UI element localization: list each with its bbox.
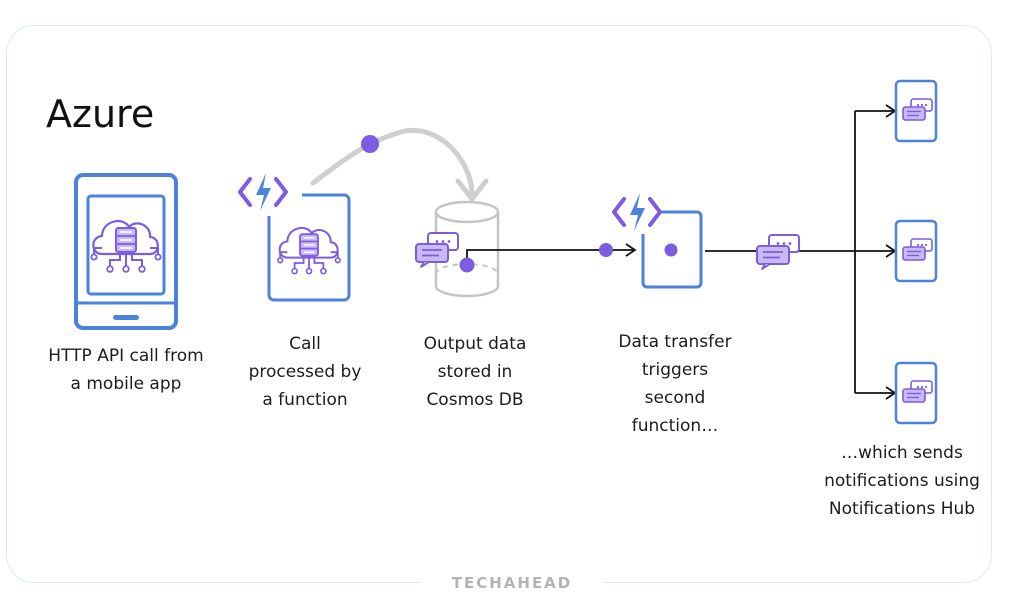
db-to-function-connector — [459, 243, 637, 273]
first-function-label-line-3: a function — [262, 390, 348, 410]
notifications-hub-label-line-1: …which sends — [841, 443, 963, 463]
curved-arrow-icon — [310, 127, 489, 202]
function-to-hub-connector — [705, 104, 897, 400]
notification-device-icon-bottom — [894, 361, 938, 425]
diagram-title: Azure — [46, 92, 155, 136]
notifications-hub-label-line-2: notifications using — [824, 471, 980, 491]
notifications-hub-label-line-3: Notifications Hub — [828, 499, 976, 519]
second-function-label-line-2: triggers — [641, 360, 709, 380]
function-card-icon — [238, 171, 351, 302]
second-function-label-line-4: function… — [631, 416, 719, 436]
first-function-label: Call processed by a function — [225, 330, 385, 414]
cosmos-db-label-line-3: Cosmos DB — [426, 390, 524, 410]
brand-gap — [420, 570, 604, 596]
mobile-app-label-line-1: HTTP API call from — [48, 346, 204, 366]
cosmos-db-label-line-1: Output data — [423, 334, 527, 354]
mobile-phone-icon — [74, 173, 178, 330]
second-function-card-icon — [612, 190, 703, 289]
cosmos-db-label-line-2: stored in — [437, 362, 513, 382]
mobile-app-label-line-2: a mobile app — [70, 374, 182, 394]
notifications-hub-label: …which sends notifications using Notific… — [796, 439, 1008, 523]
first-function-label-line-1: Call — [289, 334, 321, 354]
notification-device-icon-middle — [894, 219, 938, 283]
database-cylinder-icon — [415, 200, 500, 298]
second-function-label: Data transfer triggers second function… — [590, 328, 760, 440]
brand-logo-text: TECHAHEAD — [451, 574, 573, 592]
second-function-label-line-3: second — [644, 388, 706, 408]
mobile-app-label: HTTP API call from a mobile app — [20, 342, 232, 398]
notification-device-icon-top — [894, 79, 938, 143]
cosmos-db-label: Output data stored in Cosmos DB — [395, 330, 555, 414]
first-function-label-line-2: processed by — [248, 362, 362, 382]
second-function-label-line-1: Data transfer — [618, 332, 732, 352]
